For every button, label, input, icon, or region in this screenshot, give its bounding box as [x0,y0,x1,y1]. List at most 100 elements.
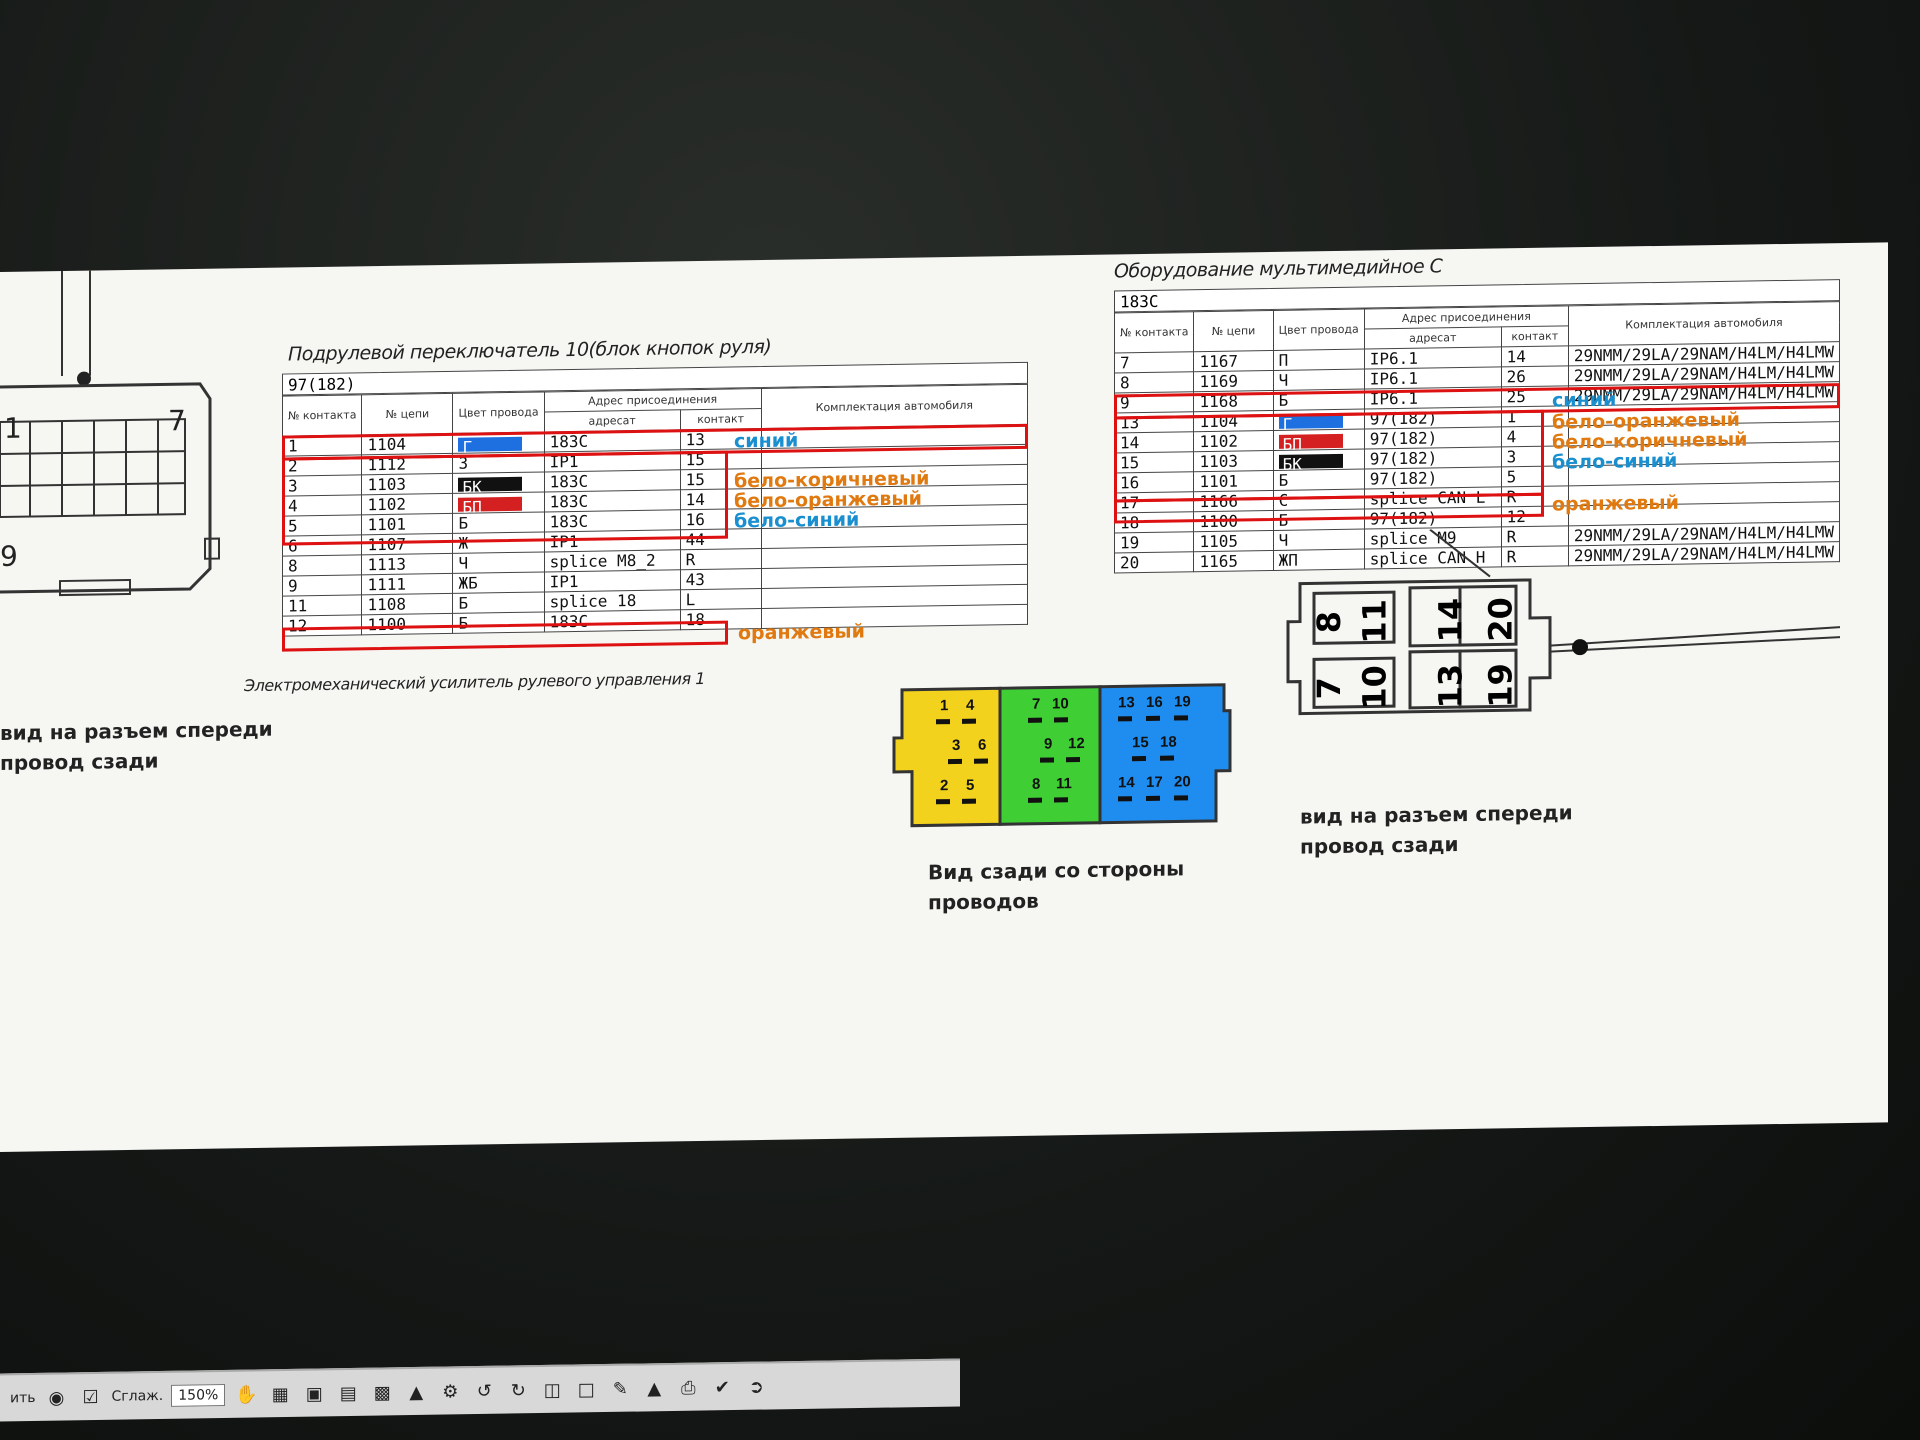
cell-circuit: 1167 [1193,350,1274,372]
cell-pin: 26 [1501,365,1569,387]
cell-pin: 14 [1501,345,1569,367]
check-icon[interactable]: ✔ [714,1376,730,1398]
text-icon[interactable]: ▩ [373,1381,391,1404]
pin-label: 1 [940,697,949,715]
cell-color: Б [452,591,545,614]
label-center: Вид сзади со стороны проводов [928,856,1185,915]
col-circuit: № цепи [361,393,453,435]
left-pin-label: 7 [168,404,186,438]
checkbox-icon[interactable]: ☑ [82,1386,99,1408]
cell-color: Ч [1273,369,1365,391]
rotate-right-icon[interactable]: ↻ [510,1379,526,1402]
highlight-row [1114,409,1544,503]
cell-circuit: 1165 [1193,550,1274,572]
pin-label: 16 [1146,693,1163,711]
right-table-title: Оборудование мультимедийное С [1114,255,1443,283]
right-pin-label: 13 [1431,663,1470,709]
cell-dest: IP6.1 [1364,346,1502,370]
cell-circuit: 1111 [361,573,453,595]
color-note: оранжевый [738,620,865,645]
right-pin-label: 10 [1355,664,1394,710]
pin-label: 8 [1032,775,1041,793]
pin-label: 10 [1052,695,1069,713]
cell-dest: splice 18 [544,589,681,612]
cell-color: ЖБ [452,571,545,594]
rotate-left-icon[interactable]: ↺ [476,1380,492,1402]
colored-connector [892,683,1232,828]
pin-label: 15 [1132,733,1149,752]
col-config: Комплектация автомобиля [1568,301,1840,346]
right-pin-label: 19 [1481,662,1520,708]
image-icon[interactable]: ▣ [305,1382,323,1405]
col-contact: № контакта [1114,311,1194,353]
pin-label: 6 [978,736,987,754]
monitor-screen: 1 7 9 Подрулевой переключатель 10(блок к… [0,242,1888,1152]
right-pin-label: 20 [1481,596,1520,642]
col-color: Цвет провода [1273,309,1365,351]
col-config: Комплектация автомобиля [761,384,1028,429]
cell-contact: 11 [282,594,362,617]
disk-icon[interactable]: ◉ [48,1387,65,1409]
label-left: вид на разъем спереди провод сзади [0,716,273,775]
connector-blue-section [1098,683,1232,825]
fit-icon[interactable]: ▦ [271,1383,289,1405]
color-note: синий [734,429,799,453]
pin-label: 18 [1160,733,1177,751]
pin-label: 19 [1174,693,1191,711]
pin-label: 12 [1068,734,1085,753]
left-table-title: Подрулевой переключатель 10(блок кнопок … [288,335,772,366]
col-color: Цвет провода [452,391,545,434]
pin-label: 17 [1146,773,1163,791]
pin-label: 13 [1118,694,1135,712]
left-pin-label: 9 [0,539,18,573]
smooth-label: Сглаж. [111,1387,164,1405]
cell-circuit: 1113 [361,553,453,575]
col-pin: контакт [680,408,762,430]
connector-green-section [998,685,1102,826]
toolbar-prefix: ить [10,1389,36,1407]
right-pin-label: 11 [1355,598,1394,644]
pin-label: 11 [1056,775,1072,793]
zoom-select[interactable]: 150% [171,1384,226,1407]
col-pin: контакт [1501,325,1569,347]
folder-icon[interactable]: ▲ [647,1377,662,1399]
cell-pin: L [680,588,762,610]
exit-icon[interactable]: ➲ [748,1376,764,1398]
right-connector-sketch [1286,528,1840,716]
cell-contact: 7 [1114,351,1194,373]
edit-icon[interactable]: ✎ [612,1378,628,1400]
hand-icon[interactable]: ✋ [235,1383,258,1406]
cell-circuit: 1105 [1193,530,1274,552]
compare-icon[interactable]: ◫ [543,1379,561,1401]
pin-label: 20 [1174,773,1191,791]
right-pin-label: 7 [1310,676,1349,700]
label-right: вид на разъем спереди провод сзади [1300,800,1573,859]
cell-dest: IP1 [544,569,681,592]
print-icon[interactable]: ⎙ [681,1377,696,1399]
window-icon[interactable]: □ [577,1378,595,1400]
cell-circuit: 1169 [1193,370,1274,392]
cell-contact: 8 [1114,371,1194,393]
col-dest: адресат [1364,326,1502,350]
color-note: оранжевый [1552,491,1679,516]
cell-pin: R [680,548,762,570]
stamp-icon[interactable]: ▲ [409,1381,424,1403]
pin-label: 5 [966,776,975,794]
left-connector-sketch [0,270,220,597]
settings-icon[interactable]: ⚙ [442,1380,459,1403]
pin-label: 4 [966,696,975,714]
cell-contact: 9 [282,574,362,597]
left-footer: Электромеханический усилитель рулевого у… [244,668,705,696]
pin-label: 9 [1044,735,1053,753]
cell-pin: 43 [680,568,762,590]
color-note: бело-синий [734,508,860,533]
highlight-row [282,450,728,546]
cell-circuit: 1108 [361,593,453,615]
photo-icon[interactable]: ▤ [339,1382,357,1404]
col-contact: № контакта [282,394,362,437]
cell-color: П [1273,349,1365,371]
right-pin-label: 14 [1431,597,1470,643]
pin-label: 14 [1118,774,1135,792]
pin-label: 7 [1032,695,1041,713]
color-note: синий [1552,388,1617,412]
